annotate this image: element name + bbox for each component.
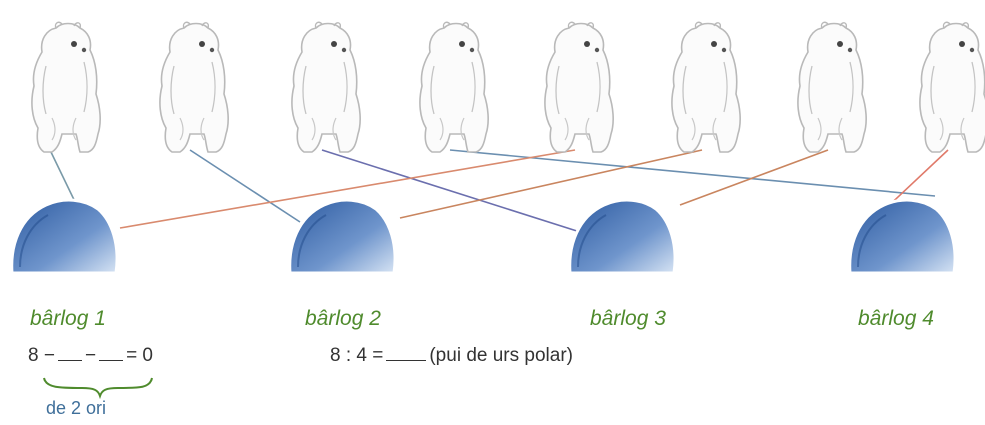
connection-line-4: [449, 149, 936, 197]
equation-minus: −: [84, 345, 97, 366]
polar-bear-6: [671, 21, 741, 153]
equation-division-text: 8 : 4 =: [330, 345, 384, 366]
answer-blank-2[interactable]: [99, 346, 124, 361]
den-2: [288, 198, 397, 275]
connection-line-7: [679, 149, 829, 206]
den-label-4: bârlog 4: [858, 307, 934, 330]
equation-result: = 0: [126, 345, 154, 366]
connection-line-5: [119, 149, 576, 229]
den-label-1: bârlog 1: [30, 307, 106, 330]
connection-line-1: [49, 149, 79, 209]
equation-division-suffix: (pui de urs polar): [429, 345, 573, 366]
polar-bear-1: [31, 21, 101, 153]
polar-bear-4: [419, 21, 489, 153]
equation-start: 8 −: [28, 345, 55, 366]
answer-blank-1[interactable]: [57, 346, 82, 361]
polar-bear-5: [544, 21, 614, 153]
connection-line-6: [399, 149, 703, 219]
polar-bears: [31, 21, 985, 153]
den-label-2: bârlog 2: [305, 307, 381, 330]
polar-bear-7: [797, 21, 867, 153]
polar-bear-8: [919, 21, 985, 153]
den-1: [10, 198, 119, 275]
connection-line-2: [189, 149, 301, 223]
equation-subtraction: 8 − − = 0: [28, 345, 153, 367]
brace-label: de 2 ori: [46, 398, 107, 418]
den-4: [848, 198, 957, 275]
brace: [43, 377, 153, 400]
connection-lines: [49, 149, 949, 233]
polar-bear-2: [159, 21, 229, 153]
polar-bear-3: [291, 21, 361, 153]
connection-line-3: [321, 149, 581, 233]
equation-division: 8 : 4 = (pui de urs polar): [330, 345, 573, 367]
den-label-3: bârlog 3: [590, 307, 666, 330]
answer-blank-3[interactable]: [386, 346, 427, 361]
dens: [10, 198, 957, 275]
den-3: [568, 198, 677, 275]
